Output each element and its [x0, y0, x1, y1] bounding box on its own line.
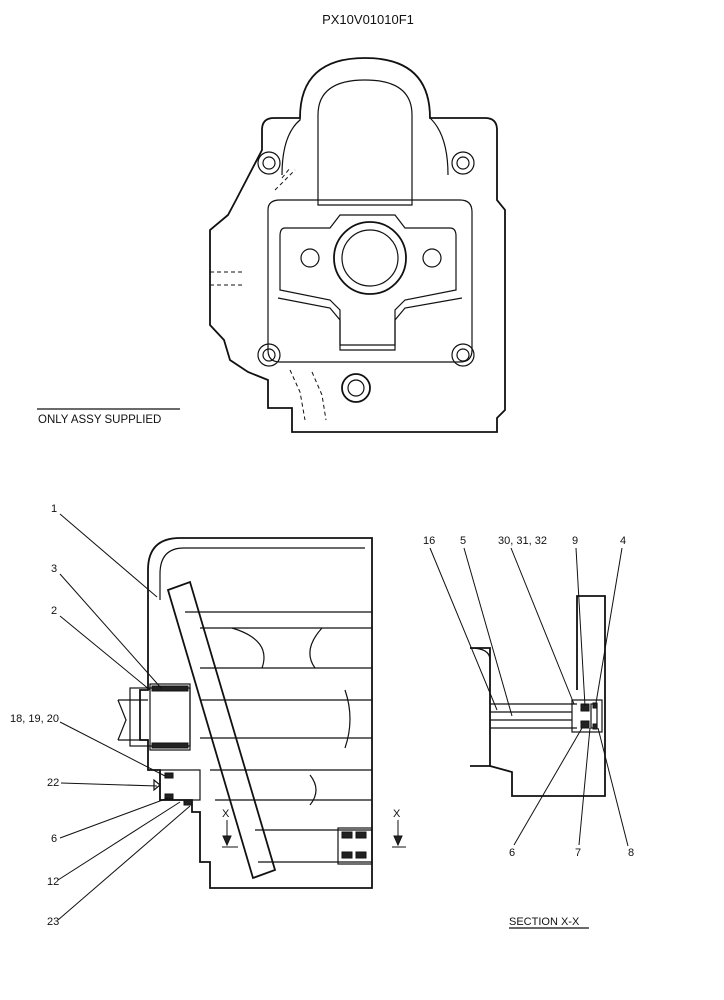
callout-30-31-32: 30, 31, 32: [498, 535, 547, 547]
callout-1: 1: [51, 503, 57, 515]
part-number: PX10V01010F1: [322, 12, 414, 27]
section-mark-right: X: [393, 808, 401, 820]
callout-18-19-20: 18, 19, 20: [10, 713, 59, 725]
callout-5: 5: [460, 535, 466, 547]
section-mark-left: X: [222, 808, 230, 820]
callout-16: 16: [423, 535, 435, 547]
main-callouts: 1 3 2 18, 19, 20 22 6 12 23: [10, 503, 191, 928]
callout-22: 22: [47, 777, 59, 789]
callout-3: 3: [51, 563, 57, 575]
callout-7: 7: [575, 847, 581, 859]
callout-8: 8: [628, 847, 634, 859]
section-xx-title: SECTION X-X: [509, 916, 580, 928]
callout-6: 6: [51, 833, 57, 845]
top-view-housing: [209, 57, 506, 433]
assembly-note: ONLY ASSY SUPPLIED: [38, 414, 161, 426]
callout-4: 4: [620, 535, 626, 547]
callout-9: 9: [572, 535, 578, 547]
callout-2: 2: [51, 605, 57, 617]
section-xx-callouts: 16 5 30, 31, 32 9 4 6 7 8: [423, 535, 634, 859]
main-section-view: [117, 537, 406, 889]
callout-12: 12: [47, 876, 59, 888]
callout-6b: 6: [509, 847, 515, 859]
callout-23: 23: [47, 916, 59, 928]
